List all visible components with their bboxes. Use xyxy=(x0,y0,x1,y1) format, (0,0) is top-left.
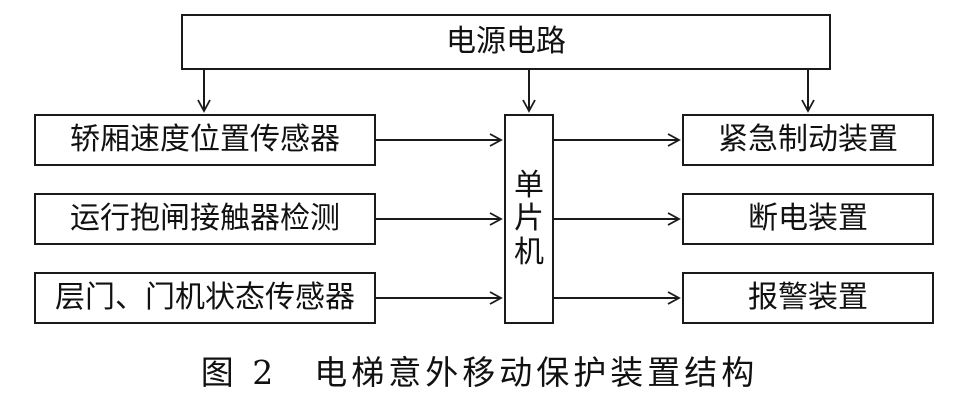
power-supply-box: 电源电路 xyxy=(181,14,831,70)
microcontroller-label-char: 单 xyxy=(514,167,544,203)
brake-contactor-detection-box: 运行抱闸接触器检测 xyxy=(34,193,376,245)
microcontroller-label-char: 机 xyxy=(514,234,544,270)
door-state-sensor-label: 层门、门机状态传感器 xyxy=(55,280,355,315)
brake-contactor-detection-label: 运行抱闸接触器检测 xyxy=(70,201,340,236)
microcontroller-label-char: 片 xyxy=(514,201,544,237)
car-speed-position-sensor-box: 轿厢速度位置传感器 xyxy=(34,114,376,166)
emergency-brake-label: 紧急制动装置 xyxy=(718,122,898,157)
microcontroller-box: 单 片 机 xyxy=(504,114,554,324)
power-supply-label: 电源电路 xyxy=(446,24,566,59)
power-cutoff-label: 断电装置 xyxy=(748,201,868,236)
power-cutoff-box: 断电装置 xyxy=(682,193,934,245)
emergency-brake-box: 紧急制动装置 xyxy=(682,114,934,166)
figure-caption: 图 2 电梯意外移动保护装置结构 xyxy=(200,353,759,392)
door-state-sensor-box: 层门、门机状态传感器 xyxy=(34,272,376,324)
car-speed-position-sensor-label: 轿厢速度位置传感器 xyxy=(70,122,340,157)
alarm-device-box: 报警装置 xyxy=(682,272,934,324)
alarm-device-label: 报警装置 xyxy=(748,280,868,315)
